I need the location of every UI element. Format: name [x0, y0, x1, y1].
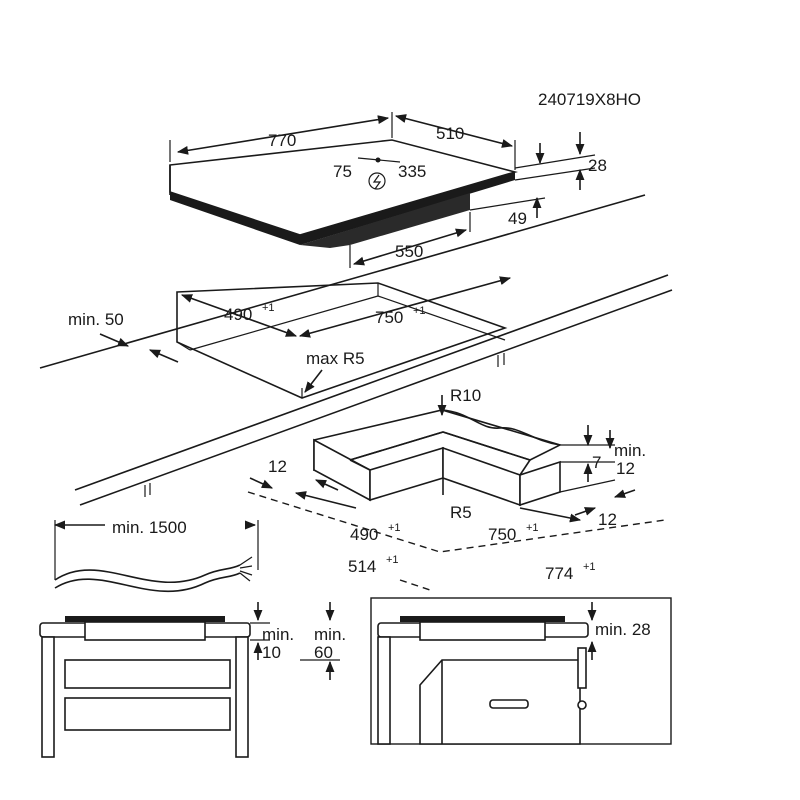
frame-outer-radius-label: R10: [450, 386, 481, 405]
underside-width-label: 550: [395, 242, 423, 261]
worktop-front-edge-top: [74, 274, 669, 491]
install-oven: min. 28: [370, 597, 672, 745]
frame-inner-width-tol: +1: [526, 522, 539, 534]
frame-inner-left: [369, 446, 444, 502]
dim-lip-right-arrow-2: [574, 507, 597, 516]
dim-550-line: [352, 228, 468, 266]
hob-depth-label: 510: [436, 124, 464, 143]
dim-510-line: [394, 114, 514, 148]
hob-thickness-label: 28: [588, 156, 607, 175]
frame-right-side: [519, 460, 561, 507]
worktop-drawing: 490 +1 750 +1 min. 50 max R5: [39, 194, 673, 506]
oven-hob-glass: [400, 616, 565, 622]
dim-cutout-750: [298, 276, 512, 338]
frame-edge-4: [519, 459, 531, 476]
cable-wire-ends: [239, 556, 253, 582]
dim-inner-490: [294, 491, 357, 509]
cutout-depth-label: 490: [224, 305, 252, 324]
frame-outer-dashed-outline: [247, 491, 666, 553]
hob-width-label: 770: [268, 131, 296, 150]
drawers-hob-body: [84, 621, 206, 641]
frame-min-label: min.: [614, 441, 646, 460]
dim-lip-right-arrow-1: [613, 489, 636, 498]
cutout-outline: [176, 282, 508, 399]
cable-upper: [54, 564, 241, 584]
drawer-2: [64, 697, 231, 731]
diagram-code: 240719X8HO: [538, 90, 641, 109]
cutout-radius-label: max R5: [306, 349, 365, 368]
cutout-depth-tol: +1: [262, 302, 275, 314]
worktop-front-edge-bottom: [79, 289, 673, 506]
drawers-cabinet-left: [41, 636, 55, 758]
cutout-min-edge-label: min. 50: [68, 310, 124, 329]
frame-inner-depth-label: 490: [350, 525, 378, 544]
frame-step-height-label: 7: [592, 453, 601, 472]
frame-outer-depth-label: 514: [348, 557, 376, 576]
hob-underside: [300, 193, 470, 248]
oven-clearance-label: min. 28: [595, 620, 651, 639]
connection-right-label: 335: [398, 162, 426, 181]
dim-r5-arrow: [304, 369, 323, 393]
frame-edge-1: [349, 431, 444, 461]
oven-cabinet-left: [377, 636, 391, 745]
dim-cutout-490: [180, 294, 298, 337]
cable-lower: [54, 572, 241, 593]
drawers-label-b: min.: [314, 625, 346, 644]
dim-49-ext: [469, 197, 546, 211]
oven-side-bracket: [577, 647, 587, 689]
lightning-icon: [372, 174, 382, 190]
frame-min-value: 12: [616, 459, 635, 478]
hob-glass-edge: [170, 172, 515, 245]
frame-outer-width-label: 774: [545, 564, 573, 583]
dim-28-ext-top: [514, 154, 596, 169]
frame-lip-right-label: 12: [598, 510, 617, 529]
frame-inner-radius-label: R5: [450, 503, 472, 522]
frame-edge-3: [349, 459, 371, 471]
drawer-1: [64, 659, 231, 689]
drawers-label-a: min.: [262, 625, 294, 644]
frame-inner-width-label: 750: [488, 525, 516, 544]
frame-edge-2: [442, 431, 531, 461]
dim-inner-750: [519, 507, 582, 523]
install-drawers: min. 10 min. 60: [39, 602, 346, 758]
cable-label-bg: [105, 515, 245, 537]
frame-inner-right: [442, 446, 521, 507]
hob-drawing: 770 510 75 335 28 49 550: [169, 112, 607, 268]
frame-outer-dashed-tail: [399, 579, 431, 591]
cutout-width-label: 750: [375, 308, 403, 327]
frame-cut-edge: [441, 409, 561, 446]
connection-point: [375, 157, 381, 163]
oven-knob: [577, 700, 587, 710]
drawers-value-a: 10: [262, 643, 281, 662]
dim-min50-arrow-2: [148, 349, 179, 363]
drawers-value-b: 60: [314, 643, 333, 662]
cutout-width-tol: +1: [413, 305, 426, 317]
drawers-cabinet-right: [235, 636, 249, 758]
dim-min50-arrow-1: [99, 333, 130, 347]
dim-770-line: [176, 115, 390, 155]
cable-drawing: min. 1500: [53, 515, 259, 593]
frame-outer-width-tol: +1: [583, 561, 596, 573]
power-symbol-icon: [368, 172, 386, 190]
underside-depth-label: 49: [508, 209, 527, 228]
frame-inner-depth-tol: +1: [388, 522, 401, 534]
connection-left-label: 75: [333, 162, 352, 181]
frame-detail: R10 R5 7 min. 12 12 12 490 +1 750 +1 514…: [247, 386, 666, 591]
dim-lip-left-arrow-1: [249, 477, 274, 489]
drawers-hob-glass: [65, 616, 225, 622]
frame-lip-left-label: 12: [268, 457, 287, 476]
cable-min-length-label: min. 1500: [112, 518, 187, 537]
oven-hob-body: [419, 621, 546, 641]
dim-12-ext-bottom: [559, 479, 616, 493]
dim-lip-left-arrow-2: [314, 479, 339, 491]
oven-handle: [489, 699, 529, 709]
dim-28-ext-bottom: [514, 167, 596, 181]
frame-outer-depth-tol: +1: [386, 554, 399, 566]
cutout-inner-edge-1: [176, 341, 191, 351]
